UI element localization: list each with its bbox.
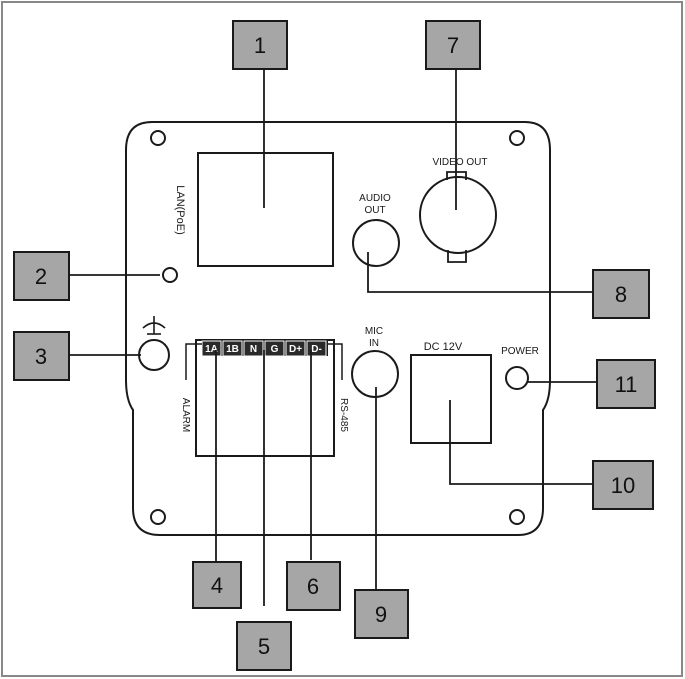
callout-6-label: 6 [307, 574, 319, 599]
audio-out-label-top: AUDIO [359, 193, 391, 204]
rs485-bracket [328, 343, 343, 380]
leader-lines [69, 69, 597, 606]
callout-3: 3 [13, 331, 70, 381]
camera-panel-outline [125, 121, 551, 536]
audio-out-label-bottom: OUT [364, 205, 385, 216]
callout-8: 8 [592, 269, 650, 319]
callout-4-label: 4 [211, 573, 223, 598]
video-out-label: VIDEO OUT [432, 157, 487, 168]
callout-4: 4 [192, 561, 242, 609]
callout-6: 6 [286, 561, 341, 611]
callout-10-label: 10 [611, 473, 635, 498]
mic-in-label-bottom: IN [369, 338, 379, 349]
callout-5-label: 5 [258, 634, 270, 659]
callout-2-label: 2 [35, 264, 47, 289]
mic-in-jack [351, 350, 399, 398]
callout-2: 2 [13, 251, 70, 301]
callout-1: 1 [232, 20, 288, 70]
video-out-key-bottom-icon [447, 250, 467, 263]
callout-8-label: 8 [615, 282, 627, 307]
dc-label: DC 12V [424, 341, 463, 353]
callout-11: 11 [596, 359, 656, 409]
ground-symbol-icon [142, 316, 166, 335]
callout-7-label: 7 [447, 33, 459, 58]
screw-bottom-left-icon [150, 509, 166, 525]
terminal-1b-box [222, 340, 243, 357]
power-label: POWER [501, 346, 539, 357]
terminal-label-dminus: D- [311, 344, 322, 355]
status-led-icon [162, 267, 178, 283]
alarm-label: ALARM [180, 398, 191, 432]
ground-terminal-icon [138, 339, 170, 371]
terminal-label-g: G [271, 344, 279, 355]
terminal-label-1a: 1A [205, 344, 218, 355]
terminal-n-box [243, 340, 264, 357]
power-led-icon [505, 366, 529, 390]
lan-port [197, 152, 334, 267]
terminal-dplus-box [285, 340, 306, 357]
terminal-label-1b: 1B [226, 344, 239, 355]
terminal-label-dplus: D+ [289, 344, 302, 355]
callout-10: 10 [592, 460, 654, 510]
callout-5: 5 [236, 621, 292, 671]
callout-9-label: 9 [375, 602, 387, 627]
rs485-label: RS-485 [338, 398, 349, 432]
callout-9: 9 [354, 589, 409, 639]
screw-bottom-right-icon [509, 509, 525, 525]
audio-out-jack [352, 219, 400, 267]
callout-3-label: 3 [35, 344, 47, 369]
leader-10 [449, 400, 593, 485]
screw-top-left-icon [150, 130, 166, 146]
mic-in-label-top: MIC [365, 326, 383, 337]
screw-top-right-icon [509, 130, 525, 146]
terminal-label-n: N [250, 344, 257, 355]
alarm-bracket [185, 343, 202, 380]
lan-label: LAN(PoE) [174, 185, 186, 235]
dc-power-socket [410, 354, 492, 444]
callout-1-label: 1 [254, 33, 266, 58]
callout-7: 7 [425, 20, 481, 70]
video-out-connector [419, 176, 497, 254]
callout-11-label: 11 [615, 372, 638, 397]
leader-8 [367, 252, 593, 293]
terminal-g-box [264, 340, 285, 357]
